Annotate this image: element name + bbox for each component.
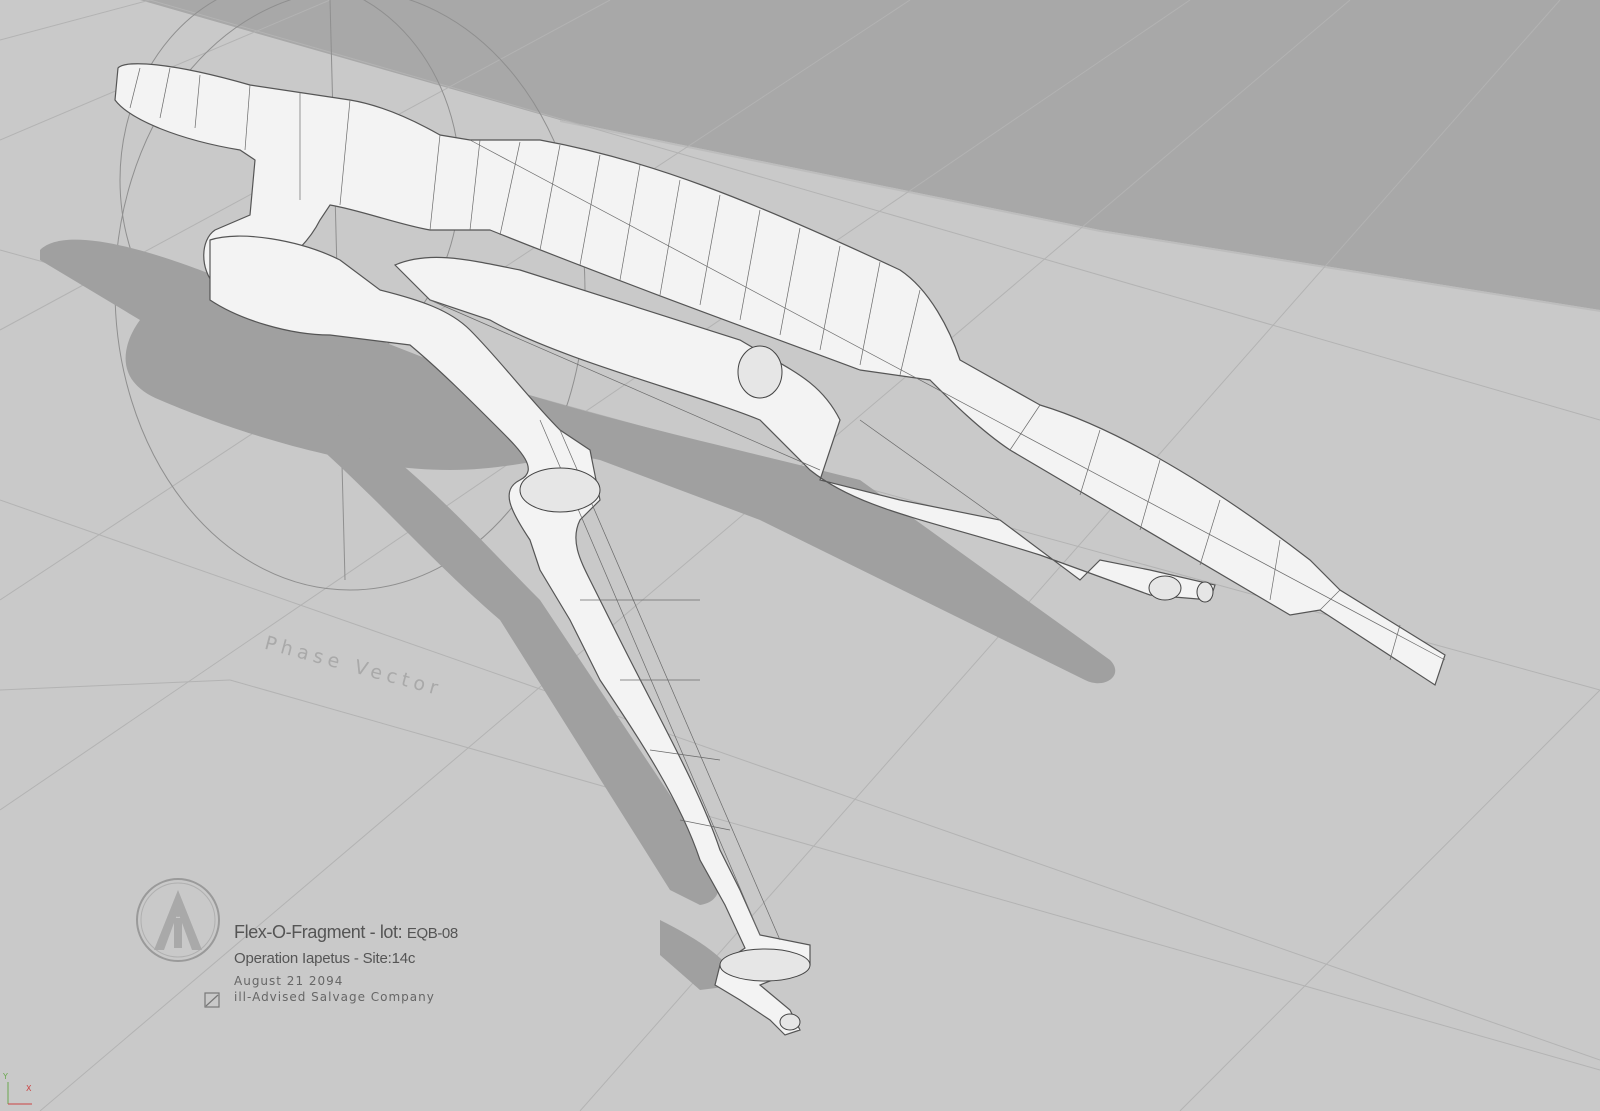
lot-code: EQB-08 xyxy=(406,925,458,942)
title-block: Flex-O-Fragment - lot: EQB-08 Operation … xyxy=(134,876,474,1008)
document-date: August 21 2094 xyxy=(234,974,344,988)
axis-gizmo[interactable]: Y X xyxy=(2,1062,42,1106)
stamp-icon xyxy=(204,992,220,1008)
product-title: Flex-O-Fragment - lot: EQB-08 xyxy=(234,922,458,943)
product-name: Flex-O-Fragment - lot: xyxy=(234,922,407,942)
y-axis-label: Y xyxy=(3,1072,8,1081)
back-wall xyxy=(140,0,1600,310)
axis-gizmo-lines xyxy=(7,1082,32,1105)
company-logo-icon xyxy=(136,878,220,962)
model-wireframe xyxy=(129,67,1446,941)
x-axis-label: X xyxy=(26,1084,32,1093)
operation-site: Operation Iapetus - Site:14c xyxy=(234,950,416,967)
model-details xyxy=(519,345,1214,1031)
company-name: ill-Advised Salvage Company xyxy=(234,990,435,1004)
